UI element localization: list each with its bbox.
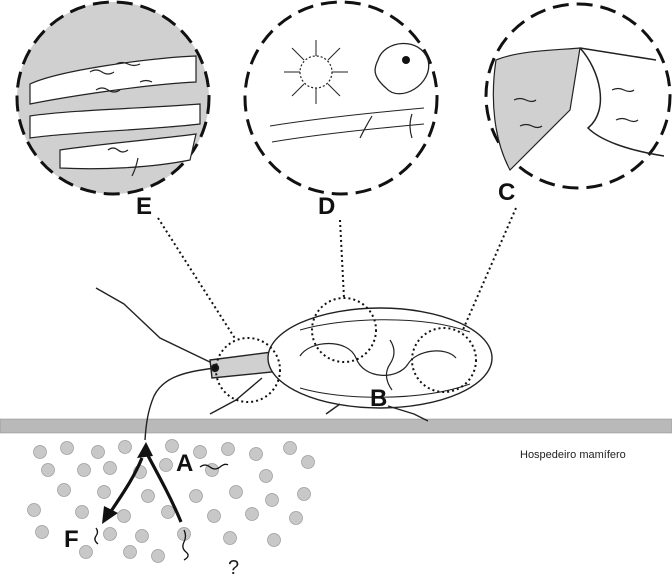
host-skin-band <box>0 419 672 433</box>
arrow-down-head <box>102 506 118 524</box>
label-d: D <box>318 193 335 220</box>
kissing-bug-icon <box>96 288 492 440</box>
label-e: E <box>136 193 152 220</box>
arrow-up-head <box>137 442 153 458</box>
panel-e-hindgut <box>17 2 209 194</box>
label-c: C <box>498 179 515 206</box>
host-label: Hospedeiro mamífero <box>520 449 626 461</box>
panel-d-midgut <box>245 2 437 194</box>
label-a: A <box>176 450 193 477</box>
label-f: F <box>64 526 79 553</box>
panel-c-rectum <box>486 4 670 188</box>
question-mark: ? <box>228 557 239 577</box>
label-b: B <box>370 385 387 412</box>
